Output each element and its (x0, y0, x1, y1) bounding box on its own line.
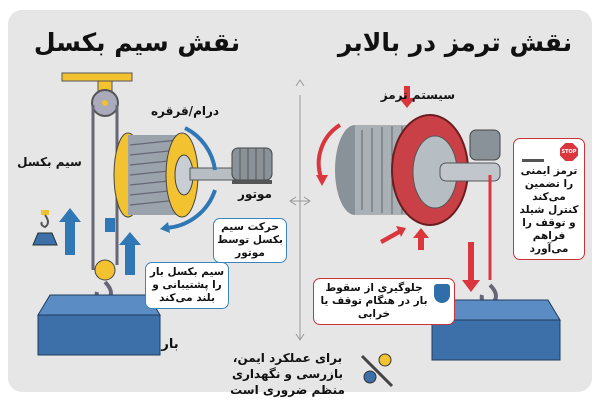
rope-label: سیم بکسل (17, 155, 82, 169)
motor-icon (231, 147, 273, 184)
brake-drum-icon (316, 114, 501, 226)
brake-force-arrows-icon (380, 86, 480, 292)
lift-arrows-icon (59, 208, 141, 275)
stop-sign-icon: STOP (560, 143, 578, 161)
fall-prevention-text: جلوگیری از سقوط بار در هنگام توقف یا خرا… (320, 282, 428, 320)
right-title: نقش ترمز در بالابر (337, 28, 573, 57)
overhead-beam-pulley-icon (61, 72, 133, 117)
drum-label: درام/قرقره (150, 104, 220, 118)
motor-label: موتور (238, 187, 272, 201)
load-label: بار (161, 337, 179, 352)
safety-info-box: STOP ترمز ایمنی را تضمین می‌کند کنترل شی… (513, 138, 585, 260)
left-title: نقش سیم بکسل (33, 28, 241, 57)
divider-arrows (289, 79, 311, 341)
hoist-rope-hook-icon (479, 175, 498, 308)
maintenance-note: برای عملکرد ایمن، بازرسی و نگهداری منظم … (230, 351, 345, 397)
fall-prevention-box: جلوگیری از سقوط بار در هنگام توقف یا خرا… (313, 278, 455, 325)
load-block-icon (431, 299, 561, 361)
motor-info-box: حرکت سیم بکسل توسط موتور (213, 218, 287, 263)
wrench-gear-icon (360, 353, 394, 388)
small-load-hook-icon (32, 210, 58, 246)
drum-icon (113, 126, 236, 233)
load-block-icon (37, 294, 161, 356)
rope-info-box: سیم بکسل بار را پشتیبانی و بلند می‌کند (145, 262, 229, 309)
wire-rope-icon (91, 105, 119, 270)
safety-info-text: ترمز ایمنی را تضمین می‌کند کنترل شیلد و … (519, 165, 579, 255)
brake-system-label: سیستم ترمز (380, 88, 455, 102)
brake-pedal-icon (522, 145, 544, 162)
shield-lock-icon (434, 284, 450, 303)
